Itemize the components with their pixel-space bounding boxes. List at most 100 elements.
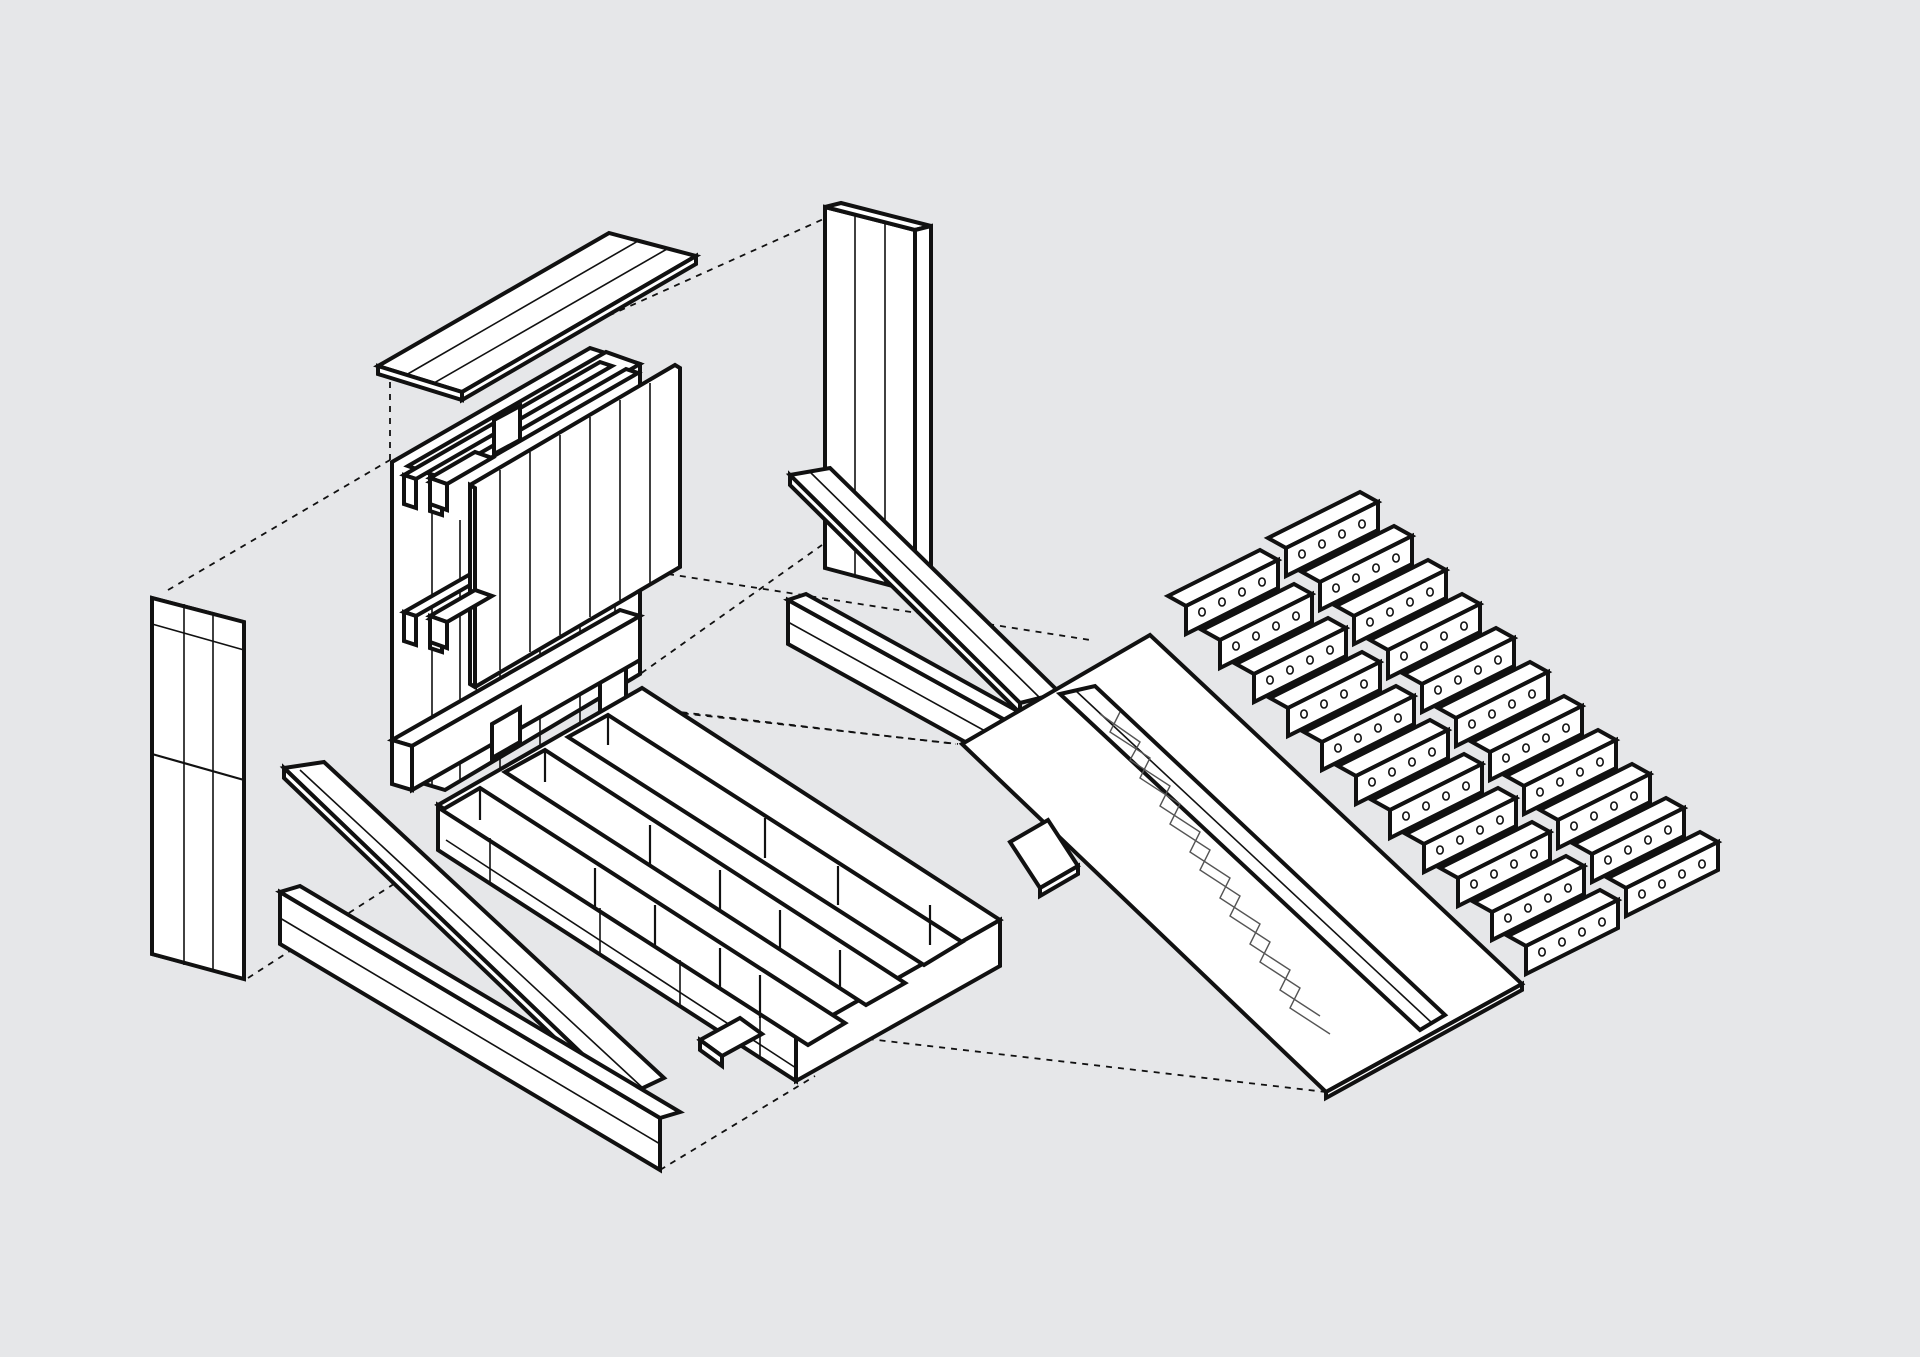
- stair-hole: [1272, 621, 1281, 631]
- stair-hole: [1570, 821, 1579, 831]
- stair-hole: [1610, 801, 1619, 811]
- stair-hole: [1198, 607, 1207, 617]
- stair-hole: [1630, 791, 1639, 801]
- stair-hole: [1326, 645, 1335, 655]
- stair-hole: [1400, 651, 1409, 661]
- long-slat-left: [279, 759, 668, 1111]
- stair-riser: [1422, 794, 1518, 876]
- stair-hole: [1422, 801, 1431, 811]
- stair-hole: [1266, 675, 1275, 685]
- fold-out-ramp: [958, 632, 1526, 1102]
- stair-hole: [1476, 825, 1485, 835]
- stair-hole: [1528, 689, 1537, 699]
- top-lid-panel: [373, 230, 702, 404]
- stair-hole: [1524, 903, 1533, 913]
- stair-hole: [1536, 787, 1545, 797]
- stair-hole: [1576, 767, 1585, 777]
- stair-riser: [1454, 668, 1550, 750]
- stair-hole: [1386, 607, 1395, 617]
- stair-hole: [1604, 855, 1613, 865]
- stair-hole: [1490, 869, 1499, 879]
- stair-riser: [1556, 770, 1652, 852]
- stair-hole: [1252, 631, 1261, 641]
- stair-hole: [1542, 733, 1551, 743]
- folding-stair-right: [1263, 489, 1723, 920]
- stair-hole: [1538, 947, 1547, 957]
- stair-hole: [1488, 709, 1497, 719]
- stair-riser: [1522, 736, 1618, 818]
- stair-hole: [1318, 539, 1327, 549]
- stair-hole: [1578, 927, 1587, 937]
- stair-riser: [1352, 566, 1448, 648]
- stair-hole: [1664, 825, 1673, 835]
- stair-hole: [1292, 611, 1301, 621]
- stair-riser: [1184, 556, 1280, 638]
- stair-riser: [1524, 896, 1620, 978]
- stair-hole: [1638, 889, 1647, 899]
- stair-hole: [1698, 859, 1707, 869]
- stair-riser: [1320, 692, 1416, 774]
- stair-hole: [1596, 757, 1605, 767]
- stair-hole: [1374, 723, 1383, 733]
- stair-hole: [1436, 845, 1445, 855]
- stair-hole: [1494, 655, 1503, 665]
- stair-hole: [1352, 573, 1361, 583]
- stair-riser: [1624, 838, 1720, 920]
- stair-hole: [1332, 583, 1341, 593]
- stair-hole: [1408, 757, 1417, 767]
- stair-hole: [1286, 665, 1295, 675]
- stair-hole: [1474, 665, 1483, 675]
- stair-hole: [1504, 913, 1513, 923]
- stair-hole: [1590, 811, 1599, 821]
- stair-riser: [1218, 590, 1314, 672]
- stair-hole: [1558, 937, 1567, 947]
- stair-hole: [1358, 519, 1367, 529]
- stair-hole: [1434, 685, 1443, 695]
- folding-stair-left: [1163, 547, 1623, 978]
- stair-hole: [1644, 835, 1653, 845]
- stair-hole: [1258, 577, 1267, 587]
- stair-hole: [1502, 753, 1511, 763]
- skid-board-left: [275, 883, 685, 1174]
- stair-hole: [1338, 529, 1347, 539]
- stair-hole: [1368, 777, 1377, 787]
- stair-hole: [1354, 733, 1363, 743]
- stair-hole: [1460, 621, 1469, 631]
- guide-line: [167, 459, 391, 591]
- stair-riser: [1456, 828, 1552, 910]
- stair-riser: [1354, 726, 1450, 808]
- stair-hole: [1298, 549, 1307, 559]
- stair-hole: [1300, 709, 1309, 719]
- stair-hole: [1232, 641, 1241, 651]
- front-upright-panel: [425, 362, 682, 691]
- stair-hole: [1470, 879, 1479, 889]
- stair-hole: [1462, 781, 1471, 791]
- stair-hole: [1320, 699, 1329, 709]
- stair-riser: [1386, 600, 1482, 682]
- stair-hole: [1442, 791, 1451, 801]
- stair-hole: [1456, 835, 1465, 845]
- stair-hole: [1624, 845, 1633, 855]
- stair-hole: [1678, 869, 1687, 879]
- stair-hole: [1238, 587, 1247, 597]
- stair-riser: [1318, 532, 1414, 614]
- stair-hole: [1218, 597, 1227, 607]
- stair-hole: [1372, 563, 1381, 573]
- guide-line: [509, 216, 829, 361]
- stair-riser: [1488, 702, 1584, 784]
- stair-hole: [1392, 553, 1401, 563]
- stair-hole: [1340, 689, 1349, 699]
- stair-hole: [1530, 849, 1539, 859]
- stair-hole: [1388, 767, 1397, 777]
- stair-hole: [1428, 747, 1437, 757]
- stair-hole: [1522, 743, 1531, 753]
- stair-hole: [1508, 699, 1517, 709]
- stair-hole: [1334, 743, 1343, 753]
- stair-hole: [1420, 641, 1429, 651]
- stair-hole: [1544, 893, 1553, 903]
- stair-hole: [1306, 655, 1315, 665]
- stair-hole: [1360, 679, 1369, 689]
- stair-riser: [1284, 498, 1380, 580]
